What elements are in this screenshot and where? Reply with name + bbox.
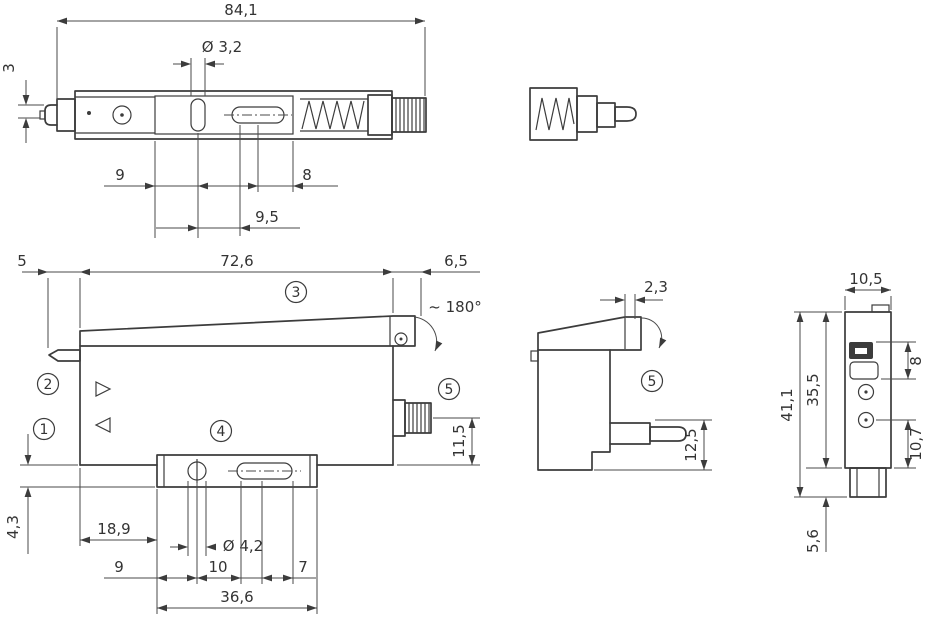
lid [537,316,642,351]
threaded-connector [404,402,432,434]
side-view-dimensions: 2,3 12,5 [594,278,712,471]
fiber-boot [649,426,687,442]
dim-overall-height: 41,1 [778,388,796,421]
dim-hole-offset: 9 [115,166,125,184]
callout-2-label: 2 [44,377,53,393]
main-view-callouts: 1 2 3 4 5 [32,280,461,443]
callout-5 [640,369,664,393]
lid [79,315,416,347]
dim-latch-depth: 5 [17,252,27,270]
view-top: 84,1 3 Ø 3,2 9 8 [0,1,427,238]
dim-lid-overhang: 2,3 [644,278,668,296]
top-tab [871,304,890,313]
dim-hole-diameter: Ø 3,2 [202,38,242,56]
dim-rail-depth: 4,3 [4,515,22,539]
dim-connector-axis-height: 11,5 [450,424,468,457]
top-view-part [39,90,427,140]
callout-5-label: 5 [445,382,454,398]
dim-overall-length: 84,1 [224,1,257,19]
mount-window [154,95,294,135]
fiber-port-1 [857,383,875,401]
fiber-port-2 [857,411,875,429]
view-side: 5 2,3 12,5 [530,278,712,471]
indicator-triangle-right [95,381,112,397]
display-slot [855,348,867,354]
callout-4-label: 4 [217,424,226,440]
housing [844,311,892,469]
view-front: 10,5 35,5 41,1 5,6 8 [778,270,925,553]
callout-2 [36,372,60,396]
hinge [394,332,408,346]
front-view-part [844,304,892,498]
dim-clip-height: 5,6 [804,529,822,553]
strain-relief [301,100,365,130]
dim-display-height: 8 [907,356,925,366]
view-main: 1 2 3 4 5 5 72,6 6,5 ~ 180° [4,252,482,614]
dim-hole-to-slot: 10 [208,558,227,576]
callout-1-label: 1 [40,422,49,438]
dim-pin-axis-height: 12,5 [682,428,700,461]
dim-mount-hole-diameter: Ø 4,2 [223,537,263,555]
main-view-dimensions: 5 72,6 6,5 ~ 180° 11,5 4,3 18,9 [4,252,482,614]
indicator-triangle-left [94,417,111,433]
callout-5-label: 5 [648,374,657,390]
lid-open-arc [413,316,438,352]
front-view-dimensions: 10,5 35,5 41,1 5,6 8 [778,270,925,553]
callout-4 [209,419,233,443]
strain-relief [535,97,575,131]
side-view-part [530,316,687,471]
button [849,361,879,380]
view-rear [529,87,637,141]
threaded-connector [391,97,427,133]
din-rail-foot [156,454,318,488]
dim-width: 10,5 [849,270,882,288]
dim-rail-hole-offset: 9 [114,558,124,576]
main-view-part [48,315,443,488]
top-view-dimensions: 84,1 3 Ø 3,2 9 8 [0,1,426,238]
dim-tip-height: 3 [0,63,18,73]
thread-hatch [395,98,425,132]
callout-3-label: 3 [292,285,301,301]
callout-5 [437,377,461,401]
plug-tip [614,106,637,122]
mount-slot [231,106,285,124]
latch-tab [530,350,539,362]
dim-slot-length: 7 [298,558,308,576]
dim-hole-to-slot: 9,5 [255,208,279,226]
adjuster-dial [112,105,132,125]
latch-tab [48,349,81,362]
callout-1 [32,417,56,441]
callout-3 [284,280,308,304]
dim-body-length: 72,6 [220,252,253,270]
dim-hinge-overhang: 6,5 [444,252,468,270]
dim-rail-width: 36,6 [220,588,253,606]
thread-hatch [408,403,430,433]
mount-hole-slot [190,98,206,132]
dim-slot-offset: 8 [302,166,312,184]
lid-open-arc [640,317,663,349]
fiber-pin [609,422,651,445]
dim-port-to-bottom: 10,7 [907,427,925,460]
dim-lid-open-angle: ~ 180° [428,298,481,316]
dim-rail-offset: 18,9 [97,520,130,538]
sensing-tip [39,110,46,120]
din-clip [849,467,887,498]
dim-body-height: 35,5 [804,373,822,406]
